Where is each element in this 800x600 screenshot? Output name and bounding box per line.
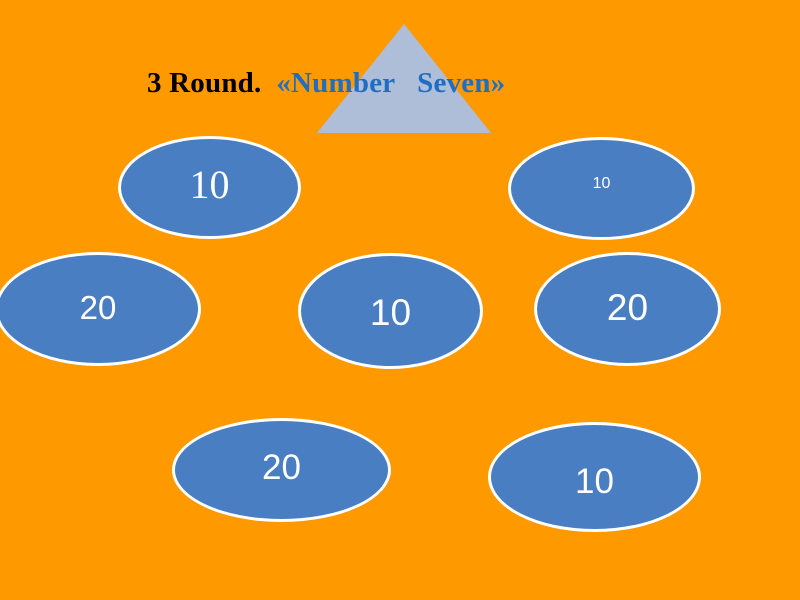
answer-bubble[interactable]: 10 bbox=[298, 253, 483, 369]
answer-bubble[interactable]: 10 bbox=[488, 422, 701, 532]
bubble-value: 10 bbox=[189, 162, 230, 207]
bubble-value: 10 bbox=[575, 462, 614, 501]
bubble-value: 10 bbox=[592, 175, 611, 192]
bubble-value: 20 bbox=[606, 287, 649, 328]
triangle-icon bbox=[317, 24, 491, 133]
bubble-value: 20 bbox=[79, 289, 117, 326]
answer-bubble[interactable]: 10 bbox=[118, 136, 301, 239]
page-title: 3 Round. «Number Seven» bbox=[147, 66, 505, 100]
answer-bubble[interactable]: 20 bbox=[0, 252, 201, 366]
round-label: 3 Round. bbox=[147, 67, 262, 99]
answer-bubble[interactable]: 10 bbox=[508, 137, 695, 240]
quiz-name-label: «Number Seven» bbox=[276, 67, 506, 99]
answer-bubble[interactable]: 20 bbox=[172, 418, 391, 522]
title-separator bbox=[261, 67, 276, 99]
bubble-value: 10 bbox=[369, 292, 412, 333]
answer-bubble[interactable]: 20 bbox=[534, 252, 721, 366]
bubble-value: 20 bbox=[262, 448, 301, 487]
